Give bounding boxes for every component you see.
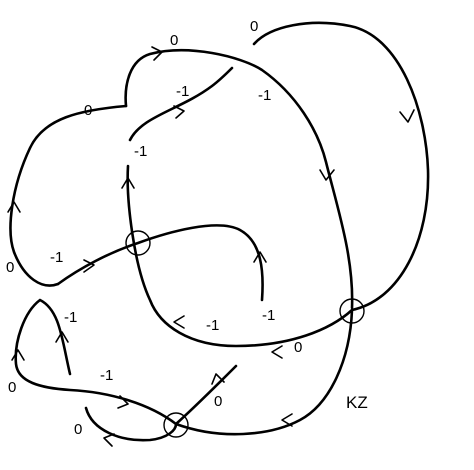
label-bottom-far-left-0: 0 bbox=[74, 421, 82, 438]
label-left-side-0: 0 bbox=[6, 259, 14, 276]
arrow-upper-right bbox=[399, 109, 415, 123]
arrow-bottom-right-2 bbox=[281, 413, 293, 427]
arrow-left-far bbox=[11, 349, 25, 361]
strand-inner-top bbox=[128, 66, 234, 142]
arrow-bottom-left bbox=[103, 433, 115, 447]
label-left-low-neg1: -1 bbox=[64, 309, 77, 326]
arrow-inner-up bbox=[121, 177, 135, 189]
arrow-top-right bbox=[319, 169, 335, 181]
crossing-left bbox=[125, 230, 151, 256]
arrow-bottom-right bbox=[271, 345, 283, 359]
strand-upper-right-loop bbox=[126, 21, 430, 348]
strand-center-cross bbox=[56, 224, 264, 302]
arrow-center-bottom bbox=[173, 315, 185, 329]
label-left-top-0: 0 bbox=[84, 102, 92, 119]
arrow-bottom bbox=[117, 395, 129, 409]
strand-top-arc bbox=[124, 49, 354, 310]
label-inner-left-neg1: -1 bbox=[134, 143, 147, 160]
label-center-right-neg1: -1 bbox=[262, 307, 275, 324]
label-center-bottom-neg1: -1 bbox=[206, 317, 219, 334]
label-bottom-left-0: 0 bbox=[8, 379, 16, 396]
strand-bottom-arc bbox=[174, 308, 354, 436]
arrow-bottom-inner bbox=[211, 373, 225, 385]
arrow-right-down bbox=[253, 251, 267, 263]
label-upper-right-0: 0 bbox=[250, 18, 258, 35]
label-top-0: 0 bbox=[170, 32, 178, 49]
label-inner-top-right-neg1: -1 bbox=[258, 87, 271, 104]
crossing-right bbox=[339, 298, 365, 324]
label-bottom-neg1: -1 bbox=[100, 367, 113, 384]
strand-left-lower-loop bbox=[14, 298, 178, 426]
label-bottom-mid-0: 0 bbox=[294, 339, 302, 356]
arrow-center bbox=[83, 259, 95, 273]
label-inner-top-neg1: -1 bbox=[176, 83, 189, 100]
strand-bottom-left-hook bbox=[84, 364, 238, 442]
strand-left-loop bbox=[9, 104, 128, 287]
arrow-top bbox=[151, 46, 163, 61]
signature-text: KZ bbox=[346, 393, 368, 412]
arrow-left-low bbox=[55, 331, 69, 343]
label-bottom-0: 0 bbox=[214, 393, 222, 410]
arrow-left-up bbox=[7, 201, 21, 213]
crossing-bottom bbox=[163, 412, 189, 438]
arrow-inner-top bbox=[173, 105, 185, 119]
label-left-mid-neg1: -1 bbox=[50, 249, 63, 266]
